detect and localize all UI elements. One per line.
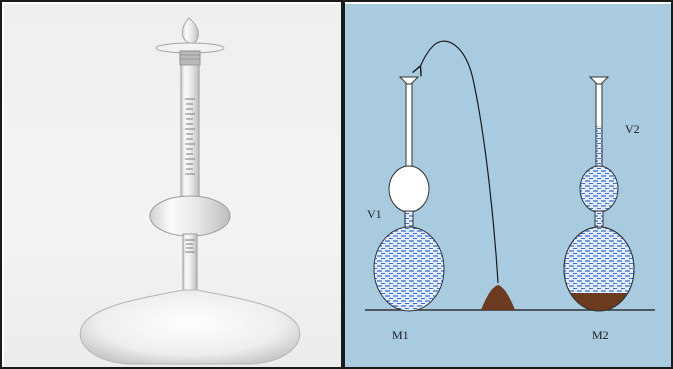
apparatus-1: [374, 77, 444, 311]
label-m2: M2: [592, 328, 609, 342]
bulb-v2-liquid: [580, 166, 618, 212]
volumetric-flask-with-bulb-photo-icon: [4, 4, 341, 367]
label-v2: V2: [625, 122, 640, 136]
label-v1: V1: [367, 207, 382, 221]
flask-photo-panel: [4, 4, 341, 367]
label-m1: M1: [392, 328, 409, 342]
soil-pile: [481, 285, 515, 310]
schematic-panel: V1 V2 M1 M2: [345, 4, 671, 367]
flask-m1-liquid: [374, 227, 444, 311]
schematic-diagram: V1 V2 M1 M2: [345, 4, 671, 367]
apparatus-2: [560, 77, 640, 313]
